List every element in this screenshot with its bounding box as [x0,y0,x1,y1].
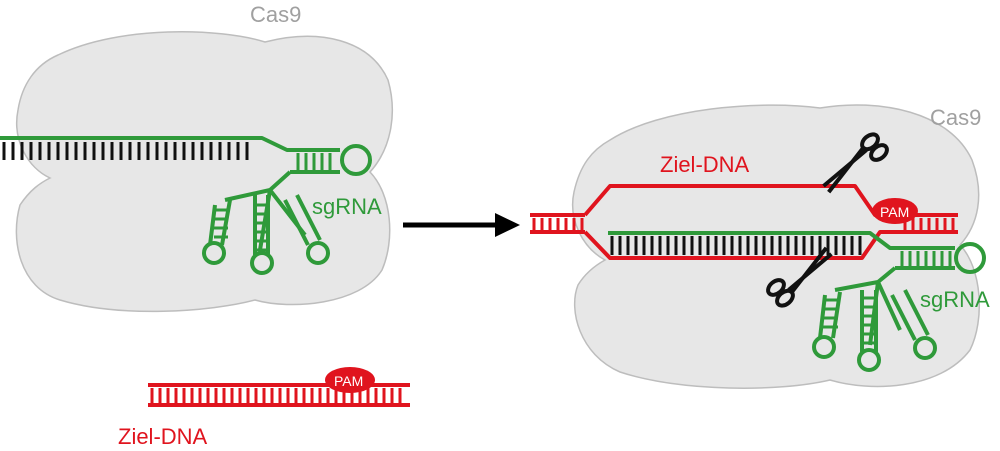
sgrna-loop-left [340,144,372,176]
pam-label-right: PAM [880,204,909,220]
left-panel: Cas9 sgRNA [0,2,410,449]
arrow-right-icon [403,213,520,237]
sgrna-spacer-left [0,136,340,152]
target-dna-rungs-free [150,388,402,403]
scissors-icon [766,246,833,308]
sgrna-label-left: sgRNA [312,194,382,219]
sgrna-spacer-right [608,231,955,250]
cas9-label-left: Cas9 [250,2,301,27]
target-dna-end-left [530,213,585,234]
target-dna-rungs-end-left [532,218,584,230]
spacer-ticks-left [2,142,249,160]
sgrna-hairpin-rungs-right [900,251,952,266]
sgrna-hairpin-rungs-left [296,153,332,170]
target-dna-rungs-end-right [903,218,955,230]
target-dna-bottom-strand [583,230,958,260]
pam-badge-left [325,367,375,393]
target-dna-label-right: Ziel-DNA [660,152,750,177]
cas9-label-right: Cas9 [930,105,981,130]
cas9-protein-left [15,31,394,313]
sgrna-stemloop-1-right [812,291,842,359]
sgrna-loop-right [954,242,986,274]
target-dna-free: PAM [148,367,410,407]
sgrna-label-right: sgRNA [920,287,990,312]
spacer-ticks-right [610,236,862,255]
scissors-icon [822,132,889,194]
right-panel: Cas9 PAM [530,104,990,389]
sgrna-stemloop-3-right [890,289,937,360]
pam-badge-right [872,198,918,224]
sgrna-stemloop-rungs-right [823,296,876,345]
sgrna-stemloop-3-left [283,194,330,265]
pam-label-left: PAM [334,373,363,389]
sgrna-stemloop-rungs-left [214,203,268,252]
target-dna-label-left: Ziel-DNA [118,424,208,449]
